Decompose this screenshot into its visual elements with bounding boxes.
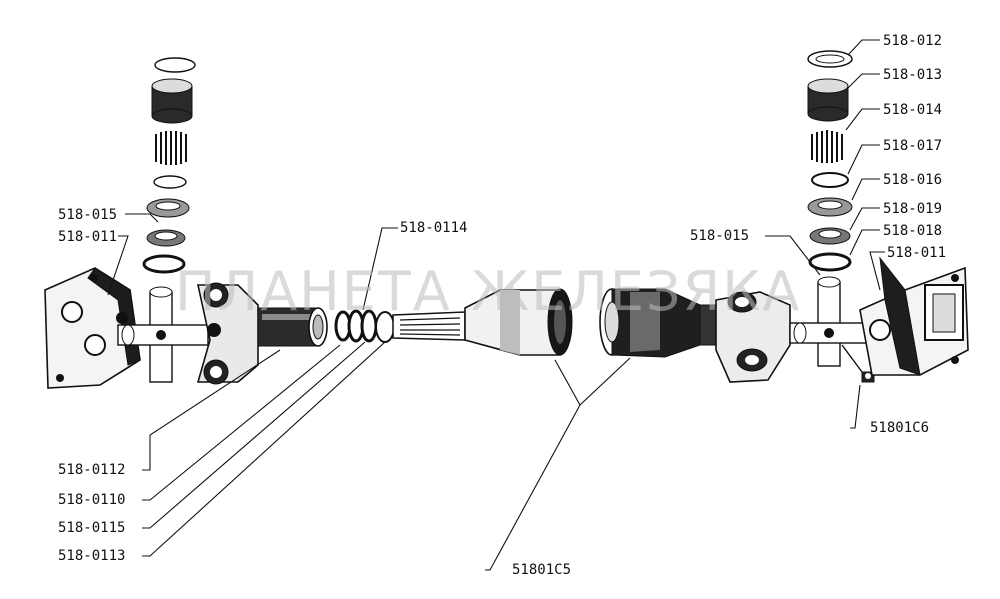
- grease-fitting: [841, 344, 875, 383]
- left-retainer: [146, 229, 186, 247]
- leader-lines: [107, 39, 885, 571]
- center-tube-right: [599, 288, 717, 358]
- right-flange: [859, 256, 969, 376]
- right-snap-ring: [807, 50, 853, 68]
- right-bearing-cap: [807, 78, 849, 122]
- label-518-015-left: 518-015: [58, 207, 117, 223]
- right-seal: [807, 197, 853, 217]
- label-518-0112: 518-0112: [58, 462, 125, 478]
- label-518-015-right: 518-015: [690, 228, 749, 244]
- left-bearing-cap: [151, 78, 193, 124]
- left-seal: [146, 198, 190, 218]
- label-518-012: 518-012: [883, 33, 942, 49]
- label-518-011-right: 518-011: [887, 245, 946, 261]
- left-universal-cross: [117, 286, 209, 383]
- label-518-018: 518-018: [883, 223, 942, 239]
- left-needle-rollers: [155, 131, 187, 165]
- label-518-017: 518-017: [883, 138, 942, 154]
- right-retainer: [809, 227, 851, 245]
- left-yoke: [196, 282, 259, 385]
- right-washer: [811, 172, 849, 188]
- left-splined-sleeve: [257, 307, 328, 347]
- right-needle-rollers: [811, 130, 843, 163]
- left-bearing-stack: [142, 57, 196, 274]
- label-518-0115: 518-0115: [58, 520, 125, 536]
- part-labels: 518-015 518-011 518-0114 518-0112 518-01…: [58, 33, 946, 578]
- right-universal-cross: [789, 276, 881, 367]
- label-518-0113: 518-0113: [58, 548, 125, 564]
- seal-rings: [334, 309, 395, 343]
- label-51801C5: 51801C5: [512, 562, 571, 578]
- label-518-019: 518-019: [883, 201, 942, 217]
- left-ring: [142, 254, 186, 274]
- left-snap-ring: [154, 57, 196, 73]
- label-51801C6: 51801C6: [870, 420, 929, 436]
- label-518-013: 518-013: [883, 67, 942, 83]
- center-tube-left: [464, 288, 573, 356]
- label-518-014: 518-014: [883, 102, 942, 118]
- right-ring: [808, 252, 852, 272]
- right-bearing-stack: [807, 50, 853, 272]
- label-518-0114: 518-0114: [400, 220, 467, 236]
- watermark-text: ПЛАНЕТА ЖЕЛЕЗЯКА: [175, 260, 801, 323]
- left-washer: [153, 175, 187, 189]
- label-518-011-left: 518-011: [58, 229, 117, 245]
- splined-shaft: [392, 311, 466, 341]
- right-yoke: [715, 291, 791, 383]
- label-518-0110: 518-0110: [58, 492, 125, 508]
- label-518-016: 518-016: [883, 172, 942, 188]
